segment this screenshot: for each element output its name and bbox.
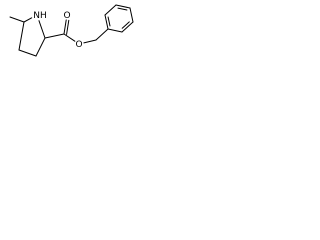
atom-labels-layer: NH O O bbox=[33, 11, 82, 50]
bond-n1-c2 bbox=[38, 20, 46, 39]
bond-ph1-ph2-inner bbox=[107, 16, 111, 27]
bond-c3-c4 bbox=[18, 49, 37, 57]
bond-methyl-c5 bbox=[9, 16, 25, 23]
bond-c5-n1 bbox=[23, 17, 33, 23]
bond-c_carbonyl-o_ester bbox=[63, 33, 76, 42]
bond-ph3-ph4-inner bbox=[117, 7, 128, 11]
bond-ph2-ph3 bbox=[104, 4, 117, 16]
bond-ph3-ph4 bbox=[115, 4, 131, 9]
bonds-layer bbox=[9, 4, 134, 57]
bond-ph4-ph5 bbox=[129, 7, 134, 23]
bond-c2-c3 bbox=[35, 37, 46, 57]
bond-c2-c_carbonyl bbox=[44, 33, 65, 39]
bond-ph5-ph6-inner bbox=[121, 21, 130, 29]
bond-c_carbonyl-o_carbonyl-second bbox=[66, 19, 70, 35]
atom-label-o_ester: O bbox=[75, 40, 82, 50]
bond-ph5-ph6 bbox=[121, 21, 134, 33]
atom-label-o_carbonyl: O bbox=[63, 11, 70, 21]
bond-c4-c5 bbox=[18, 21, 25, 51]
bond-ch2-ph1 bbox=[95, 28, 109, 41]
atom-label-n1: NH bbox=[33, 11, 47, 21]
bond-c_carbonyl-o_carbonyl bbox=[63, 19, 67, 35]
structure-diagram: NH O O bbox=[9, 4, 134, 57]
bond-ph1-ph2 bbox=[104, 14, 109, 30]
bond-ph6-ph1 bbox=[107, 28, 123, 33]
bond-o_ester-ch2 bbox=[83, 39, 97, 44]
